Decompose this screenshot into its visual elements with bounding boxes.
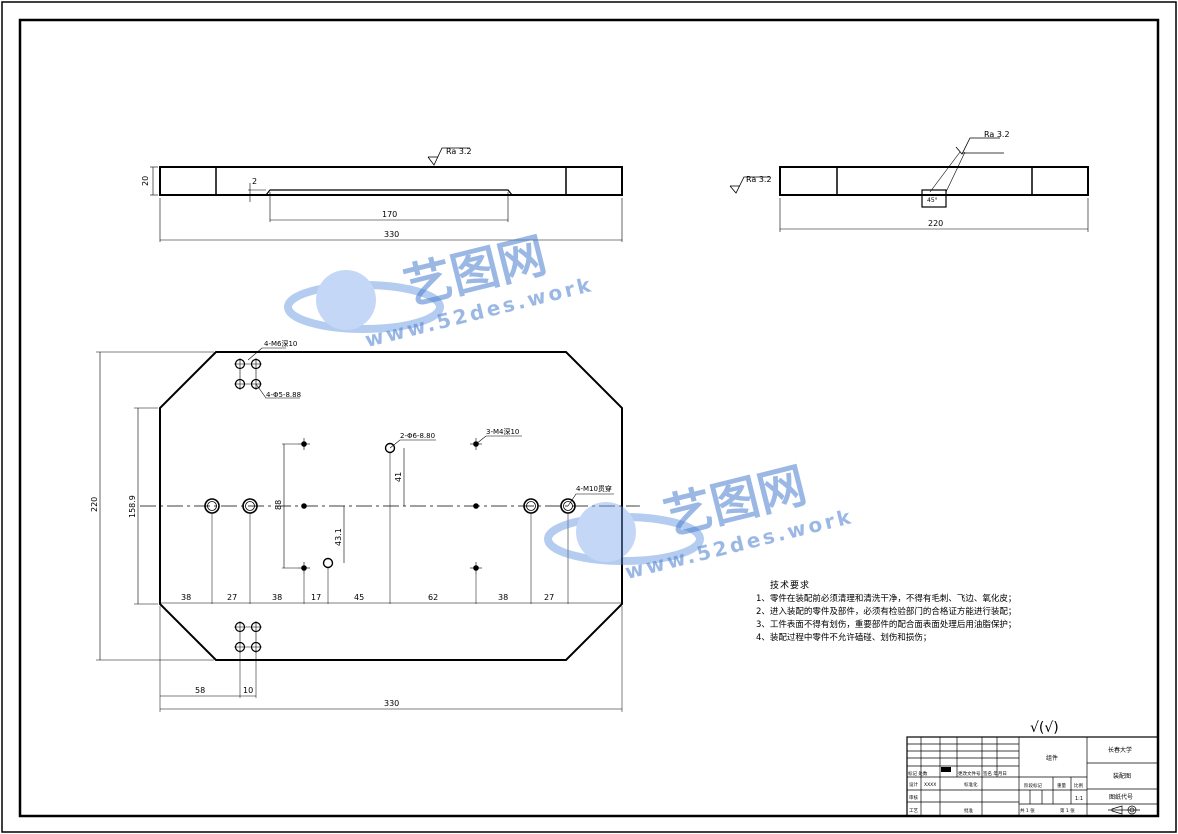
plan-bottom-dim-1: 38 <box>181 593 191 602</box>
tb-part-label: 组件 <box>1046 754 1058 762</box>
tb-school: 长春大学 <box>1108 746 1132 754</box>
plan-dim-41: 41 <box>394 472 403 482</box>
tb-standard: 标准化 <box>964 781 978 788</box>
plan-bottom-dim-4: 17 <box>311 593 321 602</box>
tb-scale: 1:1 <box>1075 796 1083 802</box>
top-roughness: Ra 3.2 <box>446 147 472 156</box>
top-dim-height: 20 <box>141 176 150 186</box>
plan-bottom-dim-5: 45 <box>354 593 364 602</box>
top-dim-length: 330 <box>384 230 399 239</box>
plan-dim-88: 88 <box>274 500 283 510</box>
tb-weight: 重量 <box>1057 782 1066 789</box>
notes-title: 技术要求 <box>770 581 811 591</box>
side-roughness-left: Ra 3.2 <box>746 175 772 184</box>
plan-bottom-dim-3: 38 <box>272 593 282 602</box>
notes-item-2: 2、进入装配的零件及部件，必须有检验部门的合格证方能进行装配； <box>756 607 1017 617</box>
tb-scale-label: 比例 <box>1074 782 1083 789</box>
tb-sheet: 第 1 张 <box>1060 807 1075 814</box>
tb-total: 共 1 张 <box>1020 807 1035 814</box>
tb-roughness-mark: √(√) <box>1030 720 1059 736</box>
tb-row-file: 更改文件号 <box>958 770 981 777</box>
callout-m10: 4-M10贯穿 <box>576 484 612 493</box>
projection-symbol-icon <box>1108 805 1140 815</box>
watermark-globe-icon <box>284 270 444 333</box>
pin-hole-1 <box>384 442 396 454</box>
inner-frame <box>18 18 1160 818</box>
side-roughness-top: Ra 3.2 <box>984 130 1010 139</box>
tb-drawing-no: 图纸代号 <box>1109 793 1133 801</box>
notes-item-4: 4、装配过程中零件不允许磕碰、划伤和损伤； <box>756 633 932 643</box>
plan-dim-58: 58 <box>195 686 205 695</box>
title-block <box>906 736 1159 817</box>
tb-approve: 批准 <box>964 807 973 814</box>
tb-review: 审核 <box>909 794 918 801</box>
plan-dim-43: 43.1 <box>334 528 343 546</box>
callout-phi5: 4-Φ5-8.88 <box>266 391 301 399</box>
plan-dim-inner-height: 158.9 <box>128 495 137 518</box>
plan-dim-10: 10 <box>243 686 253 695</box>
tb-row-sign: 签名 年月日 <box>983 770 1007 777</box>
plan-bottom-dim-2: 27 <box>227 593 237 602</box>
title-block-mark <box>941 767 951 772</box>
tb-row-mark: 标记 处数 <box>908 770 928 777</box>
watermark-globe-icon-2 <box>544 502 704 565</box>
plan-bottom-dim-6: 62 <box>428 593 438 602</box>
notes-item-1: 1、零件在装配前必须清理和清洗干净，不得有毛刺、飞边、氧化皮； <box>756 594 1017 604</box>
hole-m10-1 <box>204 498 220 514</box>
plan-dim-length: 330 <box>384 699 399 708</box>
top-dim-slot: 170 <box>382 210 397 219</box>
side-view: 45° Ra 3.2 Ra 3.2 220 <box>729 130 1089 232</box>
tb-designer: 设计 <box>909 781 918 788</box>
tb-stage: 阶段标记 <box>1024 782 1042 789</box>
top-view: 20 2 170 330 Ra 3.2 <box>141 147 623 242</box>
notes-item-3: 3、工件表面不得有划伤，重要部件的配合面表面处理后用油脂保护； <box>756 620 1017 630</box>
callout-m6: 4-M6深10 <box>264 339 297 348</box>
side-dim-width: 220 <box>928 219 943 228</box>
pin-hole-2 <box>322 557 334 569</box>
tb-designer-name: XXXX <box>924 782 936 788</box>
plan-bottom-dim-8: 27 <box>544 593 554 602</box>
plan-view: 88 41 43.1 38 27 38 17 45 62 38 27 220 1… <box>90 339 640 712</box>
technical-requirements: 技术要求 1、零件在装配前必须清理和清洗干净，不得有毛刺、飞边、氧化皮； 2、进… <box>756 580 1086 645</box>
tb-process: 工艺 <box>909 808 918 814</box>
tb-drawing-type: 装配图 <box>1113 772 1131 780</box>
top-dim-step: 2 <box>252 177 257 186</box>
plan-dim-height: 220 <box>90 497 99 512</box>
plan-bottom-dim-7: 38 <box>498 593 508 602</box>
side-slot-label: 45° <box>927 197 938 204</box>
callout-phi6: 2-Φ6-8.80 <box>400 432 435 440</box>
callout-m4: 3-M4深10 <box>486 427 519 436</box>
